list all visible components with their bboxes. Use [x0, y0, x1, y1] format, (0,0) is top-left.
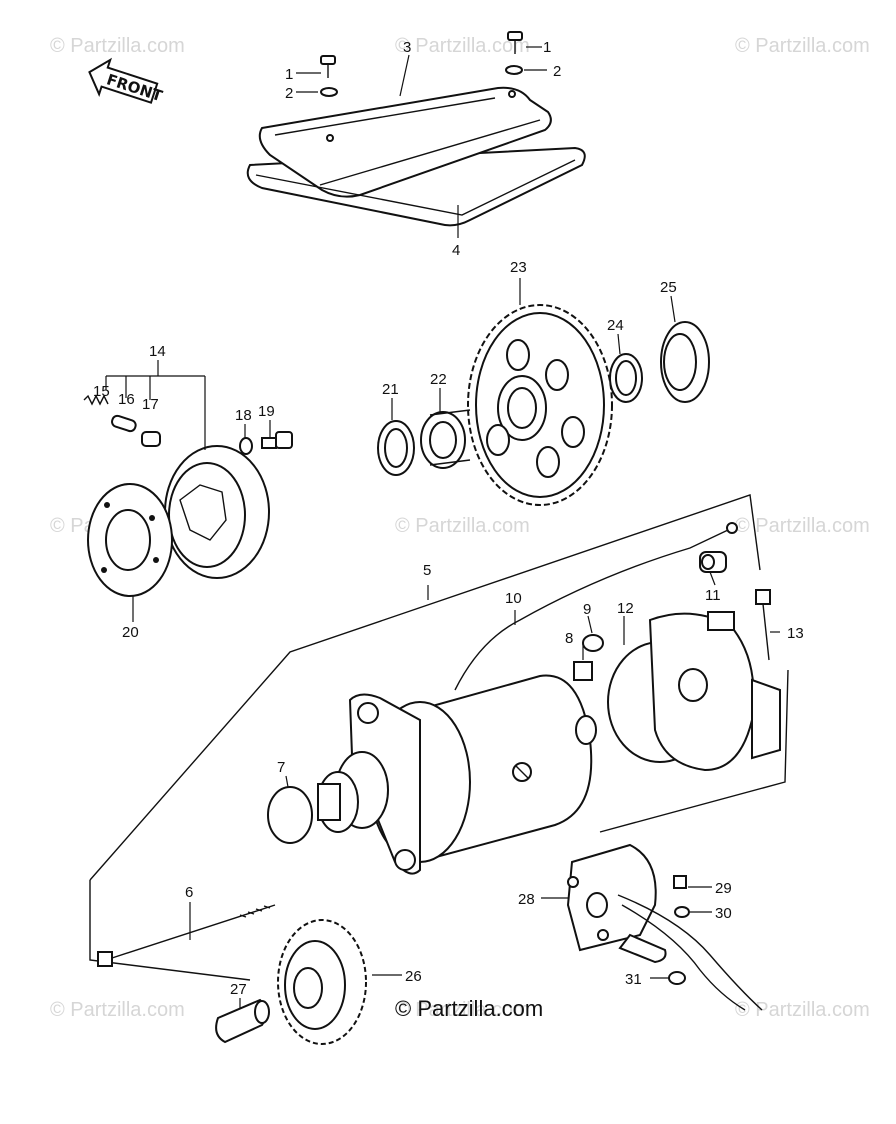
callout-22: 22: [430, 371, 447, 388]
callout-24: 24: [607, 317, 624, 334]
lead-wire-10: [454, 522, 738, 691]
brush-8: [573, 661, 593, 681]
needle-bearing-22: [420, 409, 471, 469]
callout-labels: 1 2 3 1 2 4 5 6 7 8 9 10 11 12 13 14 15 …: [93, 39, 804, 998]
callout-25: 25: [660, 279, 677, 296]
callout-21: 21: [382, 381, 399, 398]
callout-31: 31: [625, 971, 642, 988]
callout-11: 11: [705, 587, 721, 604]
callout-17: 17: [142, 396, 159, 413]
end-cover: [648, 611, 781, 772]
callout-26: 26: [405, 968, 422, 985]
callout-30: 30: [715, 905, 732, 922]
callout-9: 9: [583, 601, 591, 618]
washer-21: [377, 420, 415, 476]
through-bolt-6: [97, 904, 276, 967]
watermark: © Partzilla.com: [735, 999, 870, 1021]
callout-20: 20: [122, 624, 139, 641]
callout-12: 12: [617, 600, 634, 617]
callout-29: 29: [715, 880, 732, 897]
callout-6: 6: [185, 884, 193, 901]
oil-seal-25: [660, 321, 710, 403]
washer-30: [674, 906, 690, 918]
callout-18: 18: [235, 407, 252, 424]
callout-15: 15: [93, 383, 110, 400]
callout-16: 16: [118, 391, 135, 408]
callout-1: 1: [543, 39, 551, 56]
callout-23: 23: [510, 259, 527, 276]
callout-13: 13: [787, 625, 804, 642]
front-arrow-icon: FRONT: [88, 57, 165, 105]
bolt-13: [755, 589, 771, 661]
starter-relay-28: [566, 843, 763, 1011]
callout-5: 5: [423, 562, 431, 579]
pin-16: [111, 414, 137, 433]
spring-9: [582, 634, 604, 652]
watermark: © Partzilla.com: [50, 999, 185, 1021]
callout-4: 4: [452, 242, 460, 259]
callout-10: 10: [505, 590, 522, 607]
watermark: © Partzilla.com: [395, 515, 530, 537]
screw-29: [673, 875, 687, 889]
callout-2: 2: [553, 63, 561, 80]
callout-1: 1: [285, 66, 293, 83]
plate-20: [87, 483, 173, 597]
bolt-19: [261, 431, 293, 449]
callout-28: 28: [518, 891, 535, 908]
callout-19: 19: [258, 403, 275, 420]
nut-31: [668, 971, 686, 985]
screw-icon: [320, 31, 523, 97]
collar-27: [215, 998, 270, 1044]
copyright-label: © Partzilla.com: [395, 996, 543, 1021]
gear-23: [467, 304, 613, 506]
starter-cover: [246, 86, 586, 227]
callout-7: 7: [277, 759, 285, 776]
leader-lines: [105, 46, 780, 1008]
terminal-cap-11: [699, 551, 727, 573]
callout-14: 14: [149, 343, 166, 360]
starter-motor-5: [317, 674, 597, 875]
callout-3: 3: [403, 39, 411, 56]
watermark: © Partzilla.com: [50, 35, 185, 57]
spring-15: [83, 394, 109, 406]
starter-motor-box: [89, 494, 789, 981]
callout-2: 2: [285, 85, 293, 102]
roller-17: [141, 431, 161, 447]
callout-27: 27: [230, 981, 247, 998]
o-ring-7: [267, 786, 313, 844]
watermark: © Partzilla.com: [735, 35, 870, 57]
callout-8: 8: [565, 630, 573, 647]
washer-24: [609, 353, 643, 403]
washer-18: [239, 437, 253, 455]
starter-clutch-14: [164, 445, 270, 579]
watermark: © Partzilla.com: [735, 515, 870, 537]
watermark: © Partzilla.com: [395, 35, 530, 57]
watermark: © Partzilla.com: [395, 999, 530, 1021]
gear-26: [277, 919, 367, 1045]
